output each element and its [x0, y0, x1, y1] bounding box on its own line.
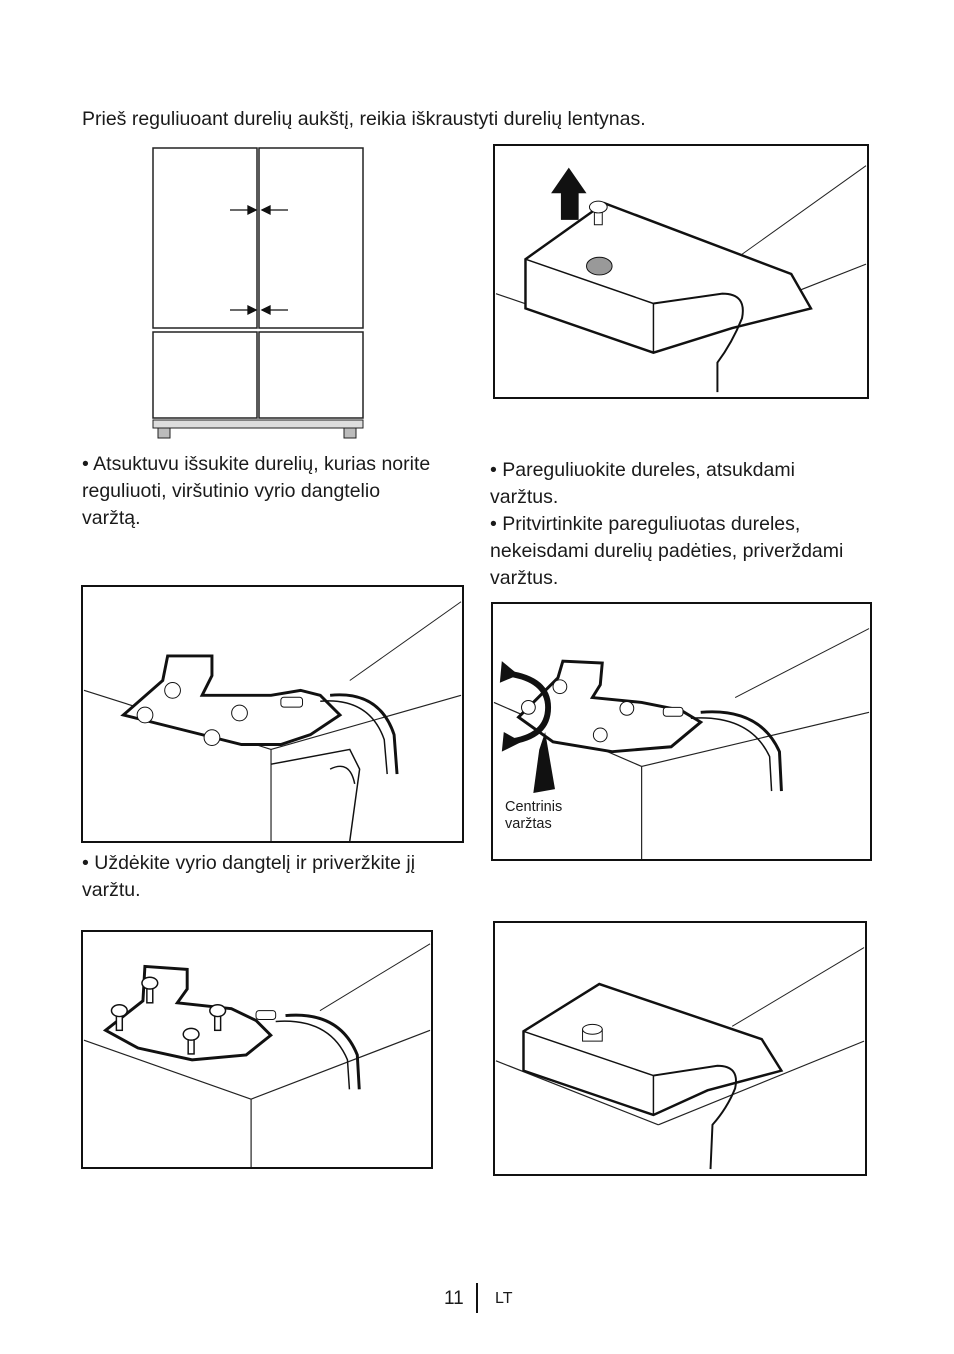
central-screw-callout: Centrinis varžtas: [505, 799, 562, 833]
up-arrow-icon: [551, 167, 587, 220]
page-number: 11: [444, 1288, 464, 1309]
step3-line2: • Pritvirtinkite pareguliuotas dureles, …: [490, 513, 844, 589]
language-code: LT: [495, 1290, 513, 1307]
pointer-arrow-icon: [533, 731, 555, 794]
rotate-arrow-icon: [499, 661, 552, 752]
intro-text: Prieš reguliuoant durelių aukštį, reikia…: [82, 108, 646, 130]
step3-text: • Pareguliuokite dureles, atsukdami varž…: [490, 457, 860, 592]
figure-hinge-plate: [81, 585, 464, 843]
fridge-front-illustration: [152, 147, 364, 439]
callout-line2: varžtas: [505, 816, 552, 832]
gap-arrow-bottom: [230, 304, 288, 316]
gap-arrow-top: [230, 204, 288, 216]
step2-text: • Uždėkite vyrio dangtelį ir priveržkite…: [82, 852, 416, 901]
figure-cover-removal: [493, 144, 869, 399]
figure-adjust-screws: [491, 602, 872, 861]
step1-text: • Atsuktuvu išsukite durelių, kurias nor…: [82, 453, 431, 529]
footer-divider: [476, 1283, 478, 1313]
figure-cover-installed: [493, 921, 867, 1176]
step3-line1: • Pareguliuokite dureles, atsukdami varž…: [490, 459, 795, 508]
callout-line1: Centrinis: [505, 799, 563, 815]
figure-screws-inserted: [81, 930, 433, 1169]
